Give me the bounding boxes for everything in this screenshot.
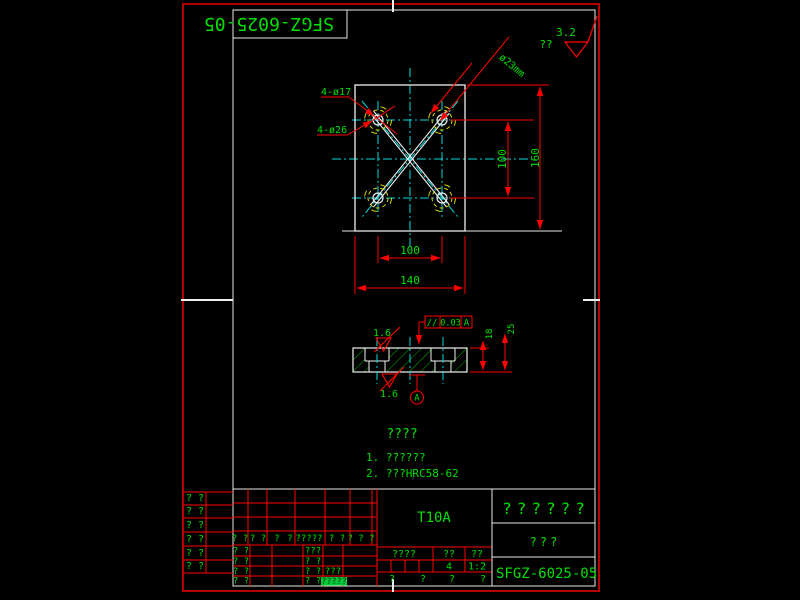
- sheet-title-box: SFGZ-6025-05: [204, 9, 348, 39]
- bottom-cell: ?: [389, 574, 395, 585]
- sig-label: ? ?: [233, 577, 249, 587]
- drawing-number: SFGZ-6025-05: [496, 566, 597, 582]
- dim-plate-width: 140: [400, 274, 420, 287]
- title-block: ? ? ? ? ? ? ? ? ? ? ? ? ? ? ? ? ? ? ????…: [183, 488, 597, 587]
- sig-extra: ???: [325, 567, 341, 577]
- bom-header: ? ?: [329, 534, 345, 544]
- company-name: ???: [530, 535, 561, 549]
- bottom-cell: ?: [420, 574, 426, 585]
- technical-notes: ???? 1. ?????? 2. ???HRC58-62: [366, 427, 459, 480]
- counterbore-lines: [364, 348, 456, 372]
- roughness-symbol-icon: [563, 15, 598, 58]
- sig-value: ? ?: [305, 577, 321, 587]
- sig-label: ? ?: [233, 547, 249, 557]
- notes-heading: ????: [386, 427, 417, 442]
- bom-header: ?????: [295, 534, 322, 544]
- hole-leaders: [317, 96, 398, 136]
- feature-control-frame: // 0.03 A: [415, 315, 473, 345]
- label-holes-cbore: 4-ø26: [317, 125, 347, 136]
- roughness-top-icon: [373, 326, 401, 353]
- margin-row: ? ?: [186, 548, 204, 559]
- datum-symbol: A: [409, 374, 425, 405]
- margin-row: ? ?: [186, 534, 204, 545]
- col-header: ??: [471, 549, 483, 560]
- sig-value: ? ?: [305, 557, 321, 567]
- centering-marks: [181, 0, 600, 592]
- outer-border: [182, 3, 600, 592]
- roughness-bottom-value: 1.6: [380, 389, 398, 400]
- bottom-cell: ?: [449, 574, 455, 585]
- dim-thickness: 25: [507, 324, 517, 335]
- col-header: ??: [443, 549, 455, 560]
- sig-extra-highlighted: ?????: [321, 577, 347, 587]
- material-scale-block: T10A ???? ?? ?? 4 1:2 ? ? ? ?: [376, 489, 492, 586]
- bom-table: ? ? ? ? ? ? ????? ? ? ? ? ?: [232, 489, 377, 546]
- fcf-symbol: //: [427, 319, 438, 329]
- roughness-note-value: 3.2: [556, 26, 576, 39]
- dim-holes-vertical: 100: [496, 149, 509, 169]
- dim-plate-height: 160: [529, 148, 542, 168]
- bom-header: ?: [274, 534, 279, 544]
- diagonal-dimension-lines: [430, 36, 510, 122]
- fcf-datum: A: [464, 319, 470, 329]
- roughness-bottom-icon: [379, 366, 405, 392]
- roughness-top-value: 1.6: [373, 328, 391, 339]
- scale-value: 1:2: [468, 562, 486, 573]
- sig-value: ???: [305, 547, 321, 557]
- signature-table: ? ? ??? ? ? ? ? ? ? ? ? ??? ? ? ? ? ????…: [233, 545, 377, 587]
- inner-frame: [232, 9, 596, 587]
- drawing-id-block: ?????? ??? SFGZ-6025-05: [491, 489, 597, 586]
- notes-line-2: 2. ???HRC58-62: [366, 467, 459, 480]
- margin-row: ? ?: [186, 561, 204, 572]
- section-view: 1.6 1.6 // 0.03 A A 18: [352, 315, 517, 405]
- datum-label: A: [414, 394, 420, 404]
- sig-label: ? ?: [233, 567, 249, 577]
- dim-counterbore-depth: 18: [485, 329, 495, 340]
- material-value: T10A: [417, 510, 451, 526]
- right-dimensions: [450, 84, 549, 230]
- bom-header: ? ? ?: [347, 534, 374, 544]
- label-diagonal: ø23mm: [497, 52, 527, 80]
- sig-value: ? ?: [305, 567, 321, 577]
- margin-row: ? ?: [186, 520, 204, 531]
- section-centerlines: [376, 337, 444, 384]
- col-header: ????: [392, 549, 416, 560]
- label-holes-small: 4-ø17: [321, 87, 351, 98]
- fcf-tolerance: 0.03: [440, 319, 460, 329]
- margin-row: ? ?: [186, 506, 204, 517]
- bom-header: ? ?: [232, 534, 248, 544]
- roughness-note-prefix: ??: [539, 38, 552, 51]
- sig-highlight-cell: [321, 577, 347, 586]
- margin-row: ? ?: [186, 493, 204, 504]
- surface-roughness-note: ?? 3.2: [539, 15, 598, 58]
- dim-holes-horizontal: 100: [400, 244, 420, 257]
- bom-header: ? ?: [250, 534, 266, 544]
- bottom-cell: ?: [480, 574, 486, 585]
- sheet-title-rotated: SFGZ-6025-05: [204, 13, 334, 34]
- main-view: 4-ø17 4-ø26 ø23mm 100 160 100 140: [317, 36, 562, 294]
- section-dimensions: [470, 333, 512, 373]
- bom-header: ?: [287, 534, 292, 544]
- notes-line-1: 1. ??????: [366, 451, 426, 464]
- part-name: ??????: [502, 499, 590, 518]
- margin-signature-column: ? ? ? ? ? ? ? ? ? ? ? ?: [183, 491, 233, 574]
- bottom-dimensions: [354, 236, 466, 294]
- qty-value: 4: [446, 562, 452, 573]
- sig-label: ? ?: [233, 557, 249, 567]
